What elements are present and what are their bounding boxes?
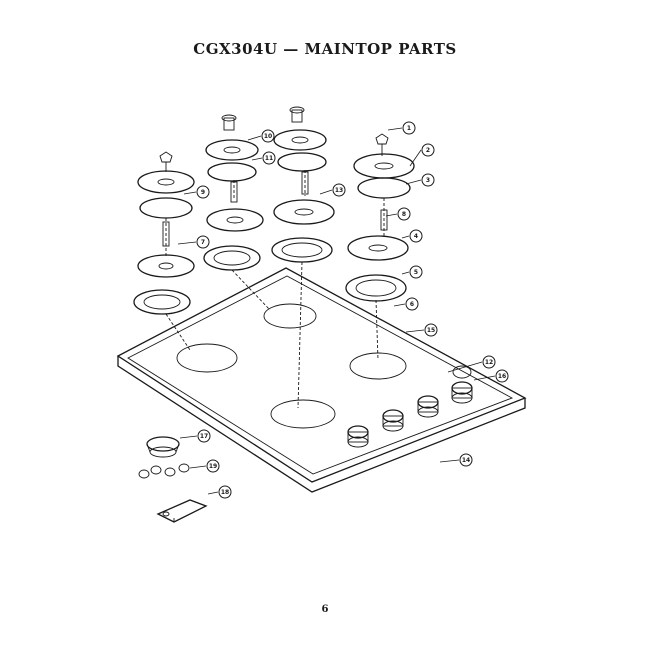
burner-stack-third [271,106,335,409]
svg-text:9: 9 [201,189,205,196]
svg-text:15: 15 [427,327,435,334]
callout-10: 10 [247,129,275,143]
svg-text:12: 12 [485,359,493,366]
burner-stack-second [203,114,271,311]
loose-parts [138,436,208,523]
svg-text:8: 8 [402,211,406,218]
svg-text:11: 11 [265,155,273,162]
svg-text:14: 14 [462,457,470,464]
callout-11: 11 [251,151,276,165]
page-number: 6 [321,604,329,615]
callout-19: 19 [189,459,220,473]
svg-text:13: 13 [335,187,343,194]
svg-text:17: 17 [200,433,208,440]
svg-text:1: 1 [407,125,411,132]
callout-8: 8 [385,207,411,221]
callout-16: 16 [473,369,509,383]
callout-6: 6 [393,297,419,311]
callout-2: 2 [409,143,435,167]
control-knobs [347,365,473,448]
callout-4: 4 [401,229,423,243]
callout-13: 13 [319,183,346,197]
maintop-panel [116,267,527,493]
callout-5: 5 [401,265,423,279]
svg-text:7: 7 [201,239,205,246]
callout-15: 15 [405,323,438,337]
svg-text:6: 6 [410,301,414,308]
callout-7: 7 [177,235,210,249]
callout-9: 9 [183,185,210,199]
svg-text:4: 4 [414,233,418,240]
svg-text:16: 16 [498,373,506,380]
callout-12: 12 [447,355,496,373]
callout-17: 17 [179,429,211,443]
svg-text:19: 19 [209,463,217,470]
callout-14: 14 [439,453,473,467]
svg-text:3: 3 [426,177,430,184]
callout-3: 3 [405,173,435,187]
svg-text:10: 10 [264,133,272,140]
svg-text:18: 18 [221,489,229,496]
callout-18: 18 [207,485,232,499]
svg-text:5: 5 [414,269,418,276]
callout-1: 1 [387,121,416,135]
burner-stack-left [133,151,195,351]
burner-stack-right [345,133,415,361]
page-title: CGX304U — MAINTOP PARTS [193,40,457,58]
svg-text:2: 2 [426,147,430,154]
